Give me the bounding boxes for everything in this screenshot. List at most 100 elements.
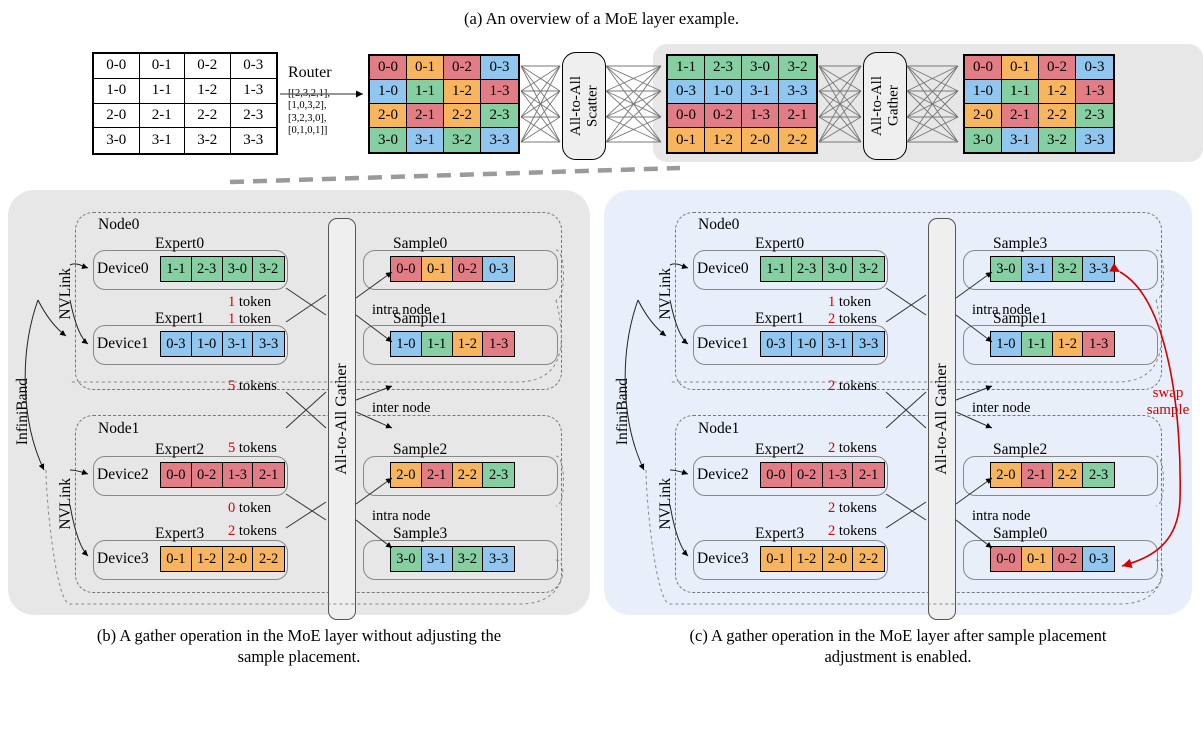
matrix-cell: 0-0: [370, 56, 407, 80]
panel-c-inter-node: inter node: [972, 400, 1031, 416]
matrix-cell: 3-0: [370, 128, 407, 152]
token-cell: 0-2: [191, 463, 223, 487]
token-cell: 2-3: [791, 257, 823, 281]
matrix-cell: 1-1: [139, 78, 185, 104]
swap-sample-note-line2: sample: [1146, 402, 1190, 419]
panel-b-token-note-inter-top: 5 tokens: [228, 378, 277, 394]
token-cell: 2-3: [1083, 463, 1114, 487]
token-cell: 3-0: [991, 257, 1022, 281]
token-cell: 0-3: [483, 257, 514, 281]
matrix-cell: 0-1: [668, 128, 705, 152]
panel-c-intra-node-bottom: intra node: [972, 508, 1031, 524]
matrix-cell: 1-3: [230, 78, 276, 104]
matrix-cell: 1-2: [185, 78, 231, 104]
panel-b-expert2-label: Expert2: [155, 441, 205, 458]
token-cell: 1-0: [191, 332, 223, 356]
matrix-cell: 3-3: [1076, 128, 1113, 152]
matrix-cell: 3-2: [779, 56, 816, 80]
panel-c-nvlink-bottom-label: NVLink: [657, 478, 674, 530]
matrix-cell: 0-0: [965, 56, 1002, 80]
panel-c-nvlink-top-label: NVLink: [657, 268, 674, 320]
token-cell: 1-3: [822, 463, 854, 487]
matrix-cell: 2-2: [185, 103, 231, 129]
panel-c-expert2-label: Expert2: [755, 441, 805, 458]
panel-b-node1-label: Node1: [98, 420, 140, 437]
swap-sample-note-line1: swap: [1152, 385, 1184, 401]
token-cell: 2-3: [191, 257, 223, 281]
matrix-cell: 0-1: [407, 56, 444, 80]
panel-b-node0-label: Node0: [98, 216, 140, 233]
all-to-all-scatter-box[interactable]: All-to-All Scatter: [562, 52, 606, 160]
matrix-cell: 3-2: [444, 128, 481, 152]
matrix-cell: 2-1: [407, 104, 444, 128]
token-cell: 3-1: [1021, 257, 1053, 281]
all-to-all-gather-box-overview[interactable]: All-to-All Gather: [863, 52, 907, 160]
matrix-cell: 1-3: [481, 80, 518, 104]
token-cell: 2-0: [391, 463, 422, 487]
matrix-cell: 3-1: [742, 80, 779, 104]
token-cell: 3-2: [1052, 257, 1084, 281]
matrix-cell: 2-3: [705, 56, 742, 80]
panel-b-inter-node: inter node: [372, 400, 431, 416]
matrix-cell: 1-0: [965, 80, 1002, 104]
matrix-cell: 3-0: [742, 56, 779, 80]
panel-c-sample-label-0: Sample3: [993, 235, 1048, 252]
caption-b-line2: sample placement.: [237, 647, 361, 667]
token-cell: 1-3: [1083, 332, 1114, 356]
token-cell: 2-2: [1052, 463, 1084, 487]
matrix-cell: 0-2: [444, 56, 481, 80]
token-cell: 3-2: [853, 257, 884, 281]
token-cell: 2-0: [222, 547, 254, 571]
panel-c-all-to-all-gather-bar[interactable]: All-to-All Gather: [928, 218, 956, 620]
token-cell: 3-2: [452, 547, 484, 571]
matrix-cell: 3-1: [407, 128, 444, 152]
token-cell: 0-1: [161, 547, 192, 571]
matrix-cell: 3-2: [185, 128, 231, 153]
matrix-cell: 1-2: [1039, 80, 1076, 104]
token-cell: 1-2: [791, 547, 823, 571]
matrix-cell: 3-0: [965, 128, 1002, 152]
panel-c-token-note-n1-bottom: 2 tokens: [828, 523, 877, 539]
panel-b-expert1-label: Expert1: [155, 310, 205, 327]
token-cell: 1-0: [991, 332, 1022, 356]
panel-b-all-to-all-gather-bar[interactable]: All-to-All Gather: [328, 218, 356, 620]
panel-b-infiniband-label: InfiniBand: [14, 378, 31, 446]
panel-c-expert3-label: Expert3: [755, 525, 805, 542]
token-cell: 1-1: [761, 257, 792, 281]
token-cell: 1-2: [452, 332, 484, 356]
token-cell: 2-2: [452, 463, 484, 487]
panel-c-device2-label: Device2: [697, 466, 749, 483]
matrix-cell: 3-1: [1002, 128, 1039, 152]
caption-b-line1: (b) A gather operation in the MoE layer …: [96, 626, 502, 645]
caption-b: (b) A gather operation in the MoE layer …: [8, 625, 590, 667]
token-cell: 1-3: [222, 463, 254, 487]
matrix-cell: 0-3: [481, 56, 518, 80]
matrix-cell: 0-1: [139, 54, 185, 79]
token-cell: 3-1: [222, 332, 254, 356]
token-cell: 2-0: [991, 463, 1022, 487]
token-cell: 1-2: [191, 547, 223, 571]
router-label: Router: [288, 64, 332, 81]
panel-b-expert0-label: Expert0: [155, 235, 205, 252]
token-cell: 0-2: [452, 257, 484, 281]
panel-b-device2-label: Device2: [97, 466, 149, 483]
